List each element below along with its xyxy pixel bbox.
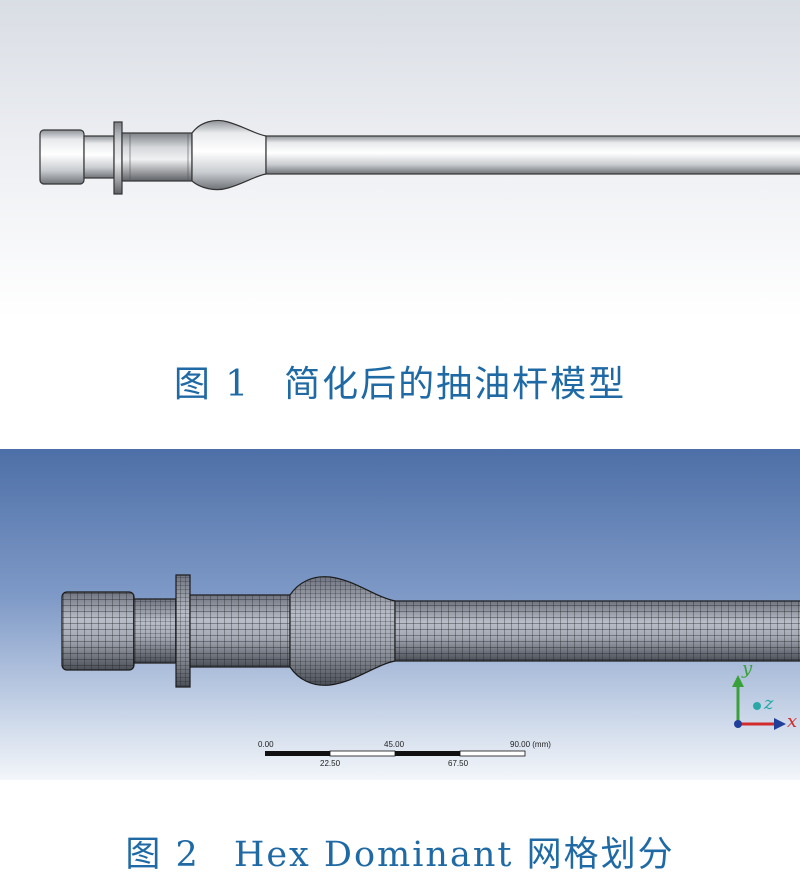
mesh-neck [133,598,177,664]
figure-1-caption: 图 1 简化后的抽油杆模型 [0,355,800,407]
coordinate-triad [732,675,786,730]
figure-2-number: 图 2 [125,835,200,875]
axis-y-label: y [742,658,753,679]
scale-label-22-5: 22.50 [320,759,341,768]
scale-label-45: 45.00 [384,740,405,749]
mesh-flange [175,574,191,688]
scale-label-67-5: 67.50 [448,759,469,768]
figure-1-number: 图 1 [173,364,251,405]
figure-2-render: y z x 0.00 45.00 90.00 (mm) 22.50 67.50 [0,449,800,780]
figure-2-title: Hex Dominant 网格划分 [233,835,675,875]
axis-z-label: z [764,693,774,714]
figure-1-render [0,0,800,318]
scale-label-0: 0.00 [258,740,274,749]
sucker-rod-model [39,119,800,195]
axis-x-label: x [787,711,798,732]
mesh-shoulder [289,576,396,686]
meshed-rod-model [61,574,800,757]
mesh-rod-body [394,600,800,662]
mesh-square-section [189,594,291,668]
figure-1-title: 简化后的抽油杆模型 [284,364,627,405]
figure-2-caption: 图 2 Hex Dominant 网格划分 [0,826,800,877]
scale-label-90: 90.00 (mm) [510,740,551,749]
scale-bar [265,750,526,757]
mesh-end-cap [61,591,135,671]
